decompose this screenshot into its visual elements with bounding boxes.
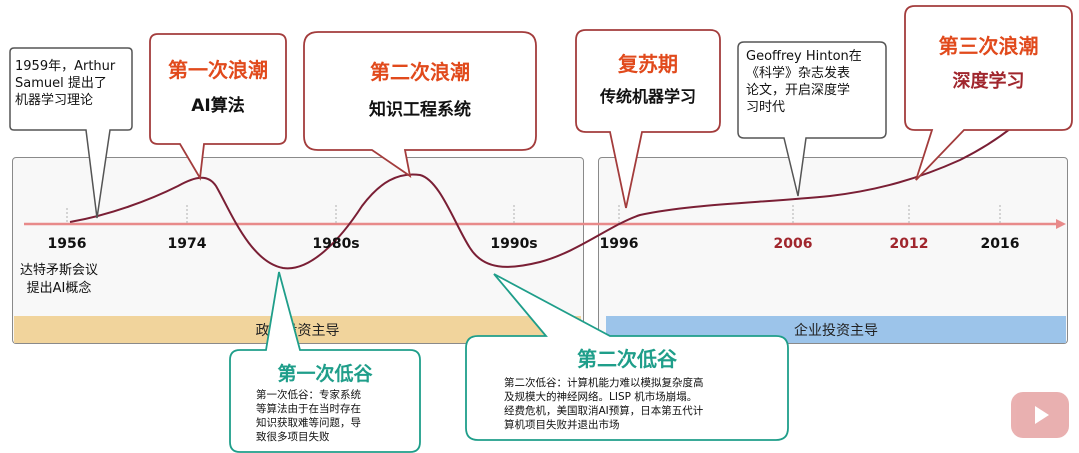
year-label: 1996 [599,236,639,252]
wave2-subtitle: 知识工程系统 [369,100,471,120]
dip1-title: 第一次低谷 [277,363,373,385]
wave3-subtitle: 深度学习 [952,71,1025,92]
dip2-desc-line: 及规模大的神经网络。LISP 机市场崩塌。 [504,391,698,403]
year-label: 1990s [490,236,538,252]
ai-development-curve [69,89,1051,270]
wave3-callout-bubble [904,5,1073,181]
year-label: 1974 [167,236,207,252]
samuel-callout-bubble [9,47,133,219]
year-label: 1956 [47,236,87,252]
dip2-title: 第二次低谷 [577,347,677,371]
dip1-callout-title-wrap: 第一次低谷 [230,359,420,386]
dartmouth-note-line: 达特矛斯会议 [20,263,99,278]
hinton-line: 论文，开启深度学 [746,83,851,98]
hinton-callout-text: Geoffrey Hinton在 《科学》杂志发表 论文，开启深度学 习时代 [746,48,862,116]
dartmouth-note: 达特矛斯会议 提出AI概念 [20,262,98,298]
dip2-callout-title-wrap: 第二次低谷 [466,343,788,372]
hinton-line: 习时代 [746,100,786,115]
dip1-desc-line: 等算法由于在当时存在 [256,403,361,415]
wave3-title: 第三次浪潮 [938,34,1039,58]
era-frame-right [598,157,1068,344]
timeline-ticks [66,205,1001,224]
dip2-desc-line: 算机项目失败并退出市场 [504,419,620,431]
year-label: 2016 [980,236,1020,252]
recovery-callout-bubble [575,29,721,209]
wave2-title: 第二次浪潮 [370,60,470,84]
samuel-line: 1959年，Arthur [15,59,116,74]
dartmouth-note-line: 提出AI概念 [26,281,92,296]
year-label: 2012 [889,236,929,252]
play-triangle-icon [1035,406,1049,424]
dip1-desc-line: 知识获取难等问题，导 [256,417,361,429]
hinton-line: 《科学》杂志发表 [746,66,851,81]
dip1-description: 第一次低谷：专家系统 等算法由于在当时存在 知识获取难等问题，导 致很多项目失败 [256,388,361,444]
hinton-callout-bubble [737,41,887,197]
wave2-callout-bubble [303,31,537,178]
samuel-line: Samuel 提出了 [15,76,107,91]
recovery-subtitle: 传统机器学习 [599,87,696,106]
wave1-title: 第一次浪潮 [168,58,268,82]
dip1-desc-line: 第一次低谷：专家系统 [256,389,361,401]
wave3-callout-text: 第三次浪潮 深度学习 [905,30,1072,93]
recovery-title: 复苏期 [618,52,678,76]
year-label: 1980s [312,236,360,252]
year-label: 2006 [773,236,813,252]
dip2-desc-line: 经费危机，美国取消AI预算，日本第五代计 [504,405,704,417]
hinton-line: Geoffrey Hinton在 [746,49,862,64]
enterprise-investment-label: 企业投资主导 [794,322,878,339]
enterprise-investment-band: 企业投资主导 [606,316,1066,343]
dip1-desc-line: 致很多项目失败 [256,431,330,443]
dip2-description: 第二次低谷：计算机能力难以模拟复杂度高 及规模大的神经网络。LISP 机市场崩塌… [504,376,704,432]
wave2-callout-text: 第二次浪潮 知识工程系统 [304,56,536,120]
samuel-callout-text: 1959年，Arthur Samuel 提出了 机器学习理论 [15,58,115,109]
wave1-subtitle: AI算法 [191,96,245,116]
video-play-icon[interactable] [1011,392,1069,438]
wave1-callout-text: 第一次浪潮 AI算法 [150,54,286,116]
dip1-callout-bubble [229,271,421,453]
timeline-arrowhead [1056,219,1066,229]
dip2-desc-line: 第二次低谷：计算机能力难以模拟复杂度高 [504,377,704,389]
dip2-callout-bubble [465,273,789,441]
era-frame-left [12,157,584,344]
wave1-callout-bubble [149,33,287,181]
recovery-callout-text: 复苏期 传统机器学习 [576,48,720,107]
samuel-line: 机器学习理论 [15,93,94,108]
